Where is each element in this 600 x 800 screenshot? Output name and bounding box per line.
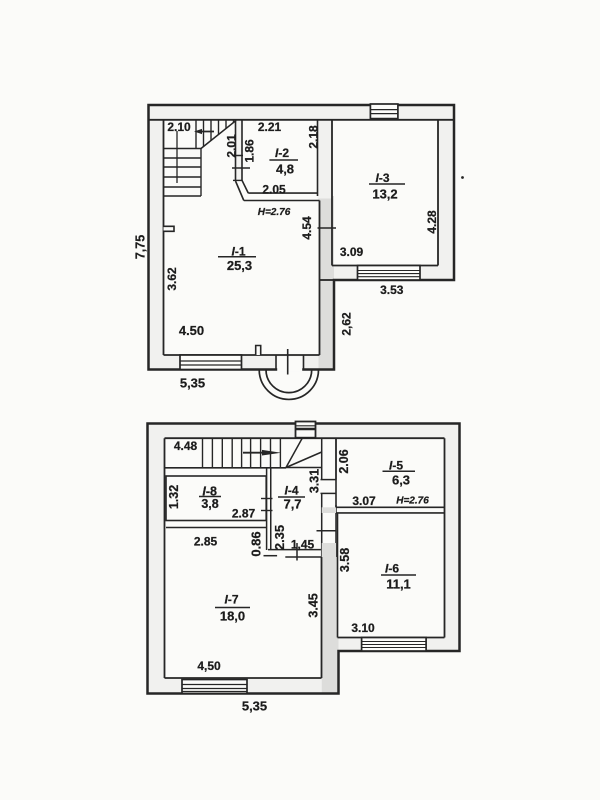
svg-text:3.62: 3.62 xyxy=(165,267,179,291)
svg-text:I-8: I-8 xyxy=(202,485,217,499)
svg-text:0.86: 0.86 xyxy=(249,531,264,556)
svg-text:2.05: 2.05 xyxy=(262,182,286,196)
svg-text:4.48: 4.48 xyxy=(174,439,198,453)
svg-text:4,8: 4,8 xyxy=(276,162,294,177)
svg-text:3.07: 3.07 xyxy=(352,494,376,508)
svg-text:2.01: 2.01 xyxy=(224,134,238,158)
svg-text:4.28: 4.28 xyxy=(425,210,439,234)
svg-text:I-4: I-4 xyxy=(284,483,298,497)
svg-text:1,45: 1,45 xyxy=(291,537,315,551)
svg-text:H=2.76: H=2.76 xyxy=(396,496,429,507)
svg-text:25,3: 25,3 xyxy=(227,258,252,273)
svg-text:11,1: 11,1 xyxy=(386,577,411,592)
svg-text:4.54: 4.54 xyxy=(300,216,314,240)
svg-text:3.31: 3.31 xyxy=(307,469,321,493)
svg-text:I-5: I-5 xyxy=(389,458,403,472)
svg-text:3.09: 3.09 xyxy=(340,245,364,259)
svg-text:4.50: 4.50 xyxy=(179,323,204,338)
svg-text:2.85: 2.85 xyxy=(194,534,218,548)
svg-text:4,50: 4,50 xyxy=(197,659,221,673)
svg-text:6,3: 6,3 xyxy=(392,473,410,488)
svg-text:I-3: I-3 xyxy=(375,171,389,185)
svg-text:3,8: 3,8 xyxy=(201,497,218,511)
svg-text:2.35: 2.35 xyxy=(272,525,287,550)
svg-text:7,75: 7,75 xyxy=(133,235,147,259)
svg-text:2.87: 2.87 xyxy=(232,506,256,520)
svg-text:3.45: 3.45 xyxy=(306,593,320,617)
svg-text:2.06: 2.06 xyxy=(337,449,351,473)
svg-text:I-1: I-1 xyxy=(231,244,245,258)
svg-text:13,2: 13,2 xyxy=(372,187,397,202)
svg-text:5,35: 5,35 xyxy=(242,699,267,714)
svg-text:2,62: 2,62 xyxy=(339,312,353,336)
svg-text:H=2.76: H=2.76 xyxy=(258,207,291,218)
svg-text:I-2: I-2 xyxy=(275,146,289,160)
svg-text:2.10: 2.10 xyxy=(167,120,191,134)
svg-text:1.86: 1.86 xyxy=(243,139,257,163)
svg-text:5,35: 5,35 xyxy=(180,376,205,391)
svg-text:I-6: I-6 xyxy=(385,561,399,575)
svg-text:I-7: I-7 xyxy=(224,592,238,606)
svg-text:3.53: 3.53 xyxy=(380,283,404,297)
svg-text:1.32: 1.32 xyxy=(167,485,181,509)
svg-text:2.18: 2.18 xyxy=(306,125,320,149)
svg-text:2.21: 2.21 xyxy=(258,120,282,134)
svg-text:3.10: 3.10 xyxy=(351,621,375,635)
svg-text:7,7: 7,7 xyxy=(283,497,301,512)
svg-text:3.58: 3.58 xyxy=(338,548,352,572)
svg-text:18,0: 18,0 xyxy=(220,609,245,624)
